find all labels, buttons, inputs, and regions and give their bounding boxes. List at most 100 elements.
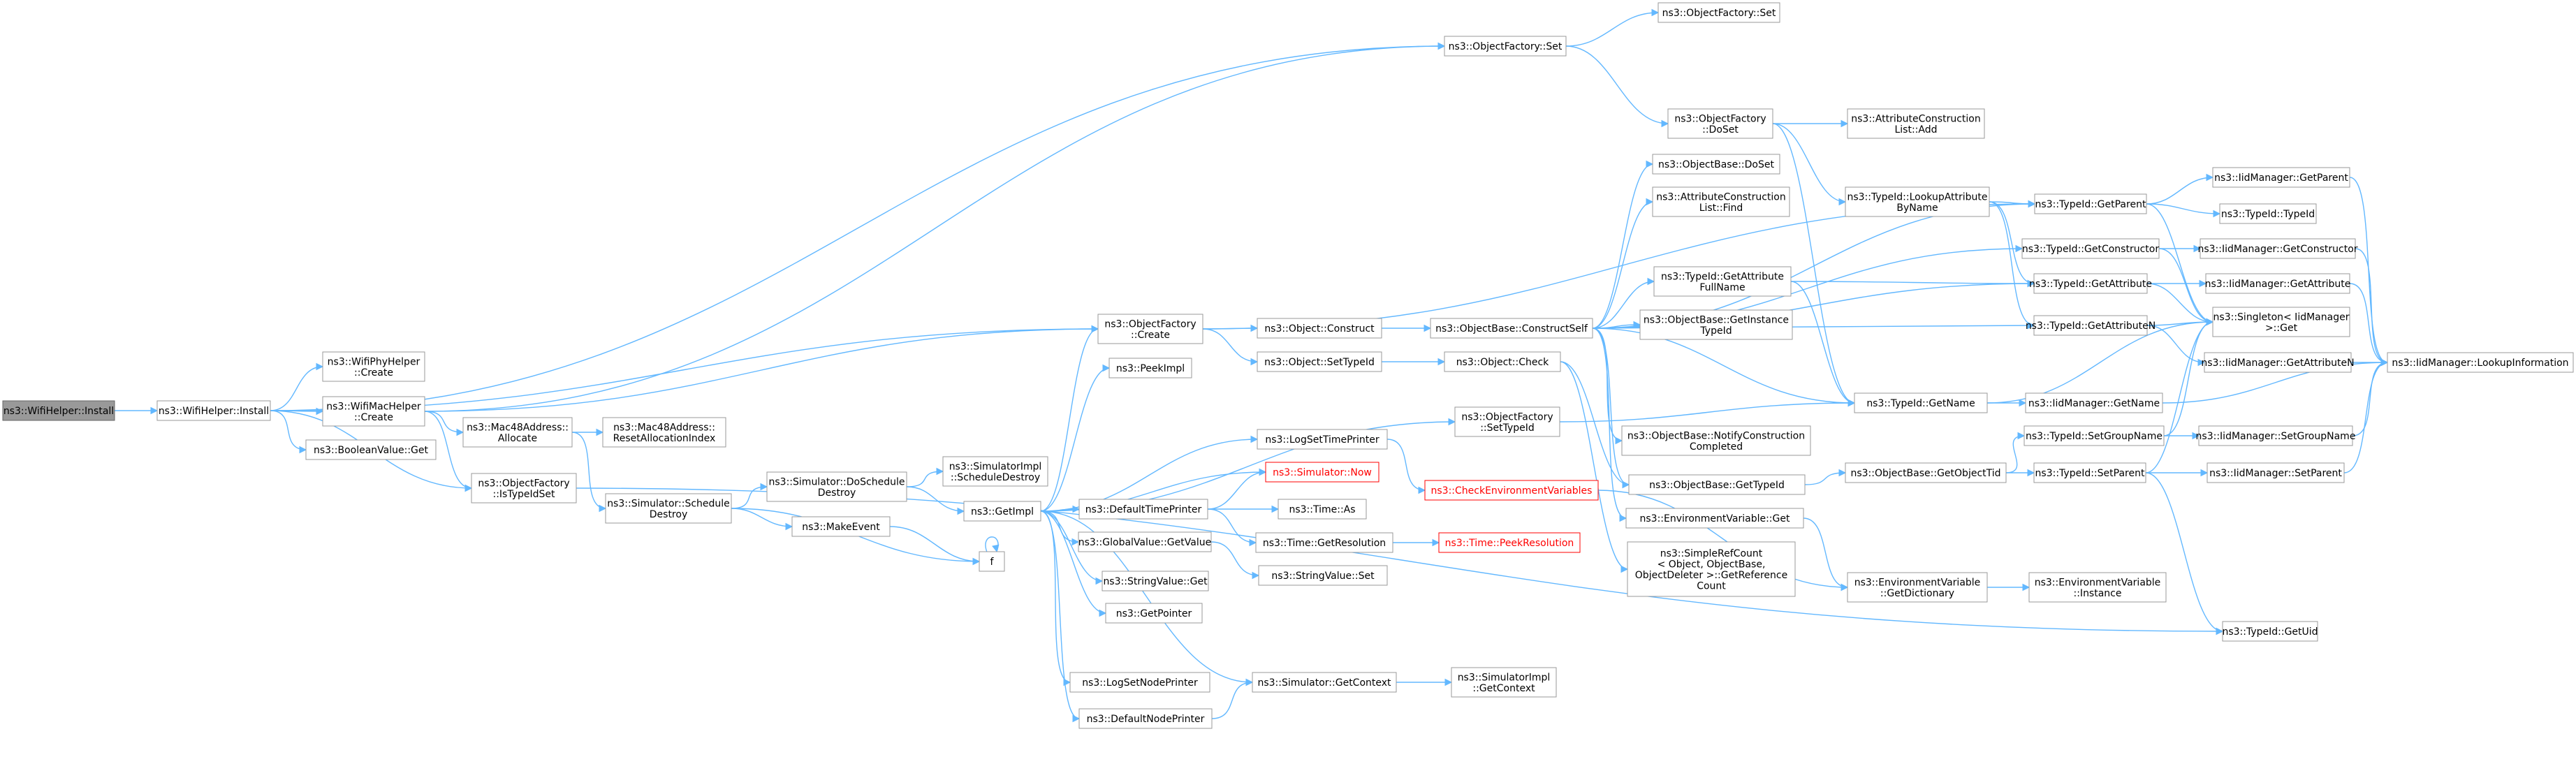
node-gv-getvalue[interactable]: ns3::GlobalValue::GetValue — [1078, 531, 1212, 552]
node-ob-doset[interactable]: ns3::ObjectBase::DoSet — [1652, 154, 1780, 175]
node-iid-setparent[interactable]: ns3::IidManager::SetParent — [2207, 462, 2345, 483]
node-peekimpl[interactable]: ns3::PeekImpl — [1108, 358, 1192, 378]
node-tid-getconstructor[interactable]: ns3::TypeId::GetConstructor — [2021, 238, 2160, 259]
node-ob-notify[interactable]: ns3::ObjectBase::NotifyConstructionCompl… — [1621, 425, 1811, 456]
edge-line — [2146, 321, 2213, 326]
edge-line — [2146, 325, 2205, 363]
node-box — [2207, 462, 2345, 483]
node-label: ns3::Singleton< IidManager — [2213, 311, 2350, 323]
node-of-create[interactable]: ns3::ObjectFactory::Create — [1097, 314, 1203, 344]
node-log-setnodeprinter[interactable]: ns3::LogSetNodePrinter — [1069, 672, 1210, 693]
node-box — [2212, 307, 2350, 337]
node-tid-getuid[interactable]: ns3::TypeId::GetUid — [2222, 621, 2318, 642]
node-of-set[interactable]: ns3::ObjectFactory::Set — [1444, 36, 1567, 57]
edge-default-timeprinter-to-time-as — [1208, 505, 1280, 513]
node-label: ns3::StringValue::Get — [1103, 576, 1208, 587]
node-iid-getattribute[interactable]: ns3::IidManager::GetAttribute — [2205, 273, 2351, 294]
node-label: ns3::LogSetTimePrinter — [1265, 434, 1380, 446]
edge-line — [731, 508, 793, 527]
node-tid-setparent[interactable]: ns3::TypeId::SetParent — [2033, 462, 2146, 483]
node-tid-typeid[interactable]: ns3::TypeId::TypeId — [2219, 203, 2317, 224]
node-bool-get[interactable]: ns3::BooleanValue::Get — [305, 439, 437, 460]
edge-line — [1592, 281, 1655, 329]
node-label: >::Get — [2265, 323, 2298, 334]
edge-tid-lookupattr-to-tid-getattributen — [1989, 201, 2035, 330]
node-label: ::Create — [354, 367, 393, 378]
node-box — [1444, 36, 1567, 57]
node-singleton-get[interactable]: ns3::Singleton< IidManager>::Get — [2212, 307, 2350, 337]
node-sim-getcontext[interactable]: ns3::Simulator::GetContext — [1252, 672, 1397, 693]
node-env-getdict[interactable]: ns3::EnvironmentVariable::GetDictionary — [1847, 572, 1988, 603]
node-of-istypeidset[interactable]: ns3::ObjectFactory::IsTypeIdSet — [471, 473, 577, 504]
node-iid-setgroupname[interactable]: ns3::IidManager::SetGroupName — [2196, 425, 2356, 446]
node-tid-getparent[interactable]: ns3::TypeId::GetParent — [2034, 193, 2147, 214]
node-tid-setgroupname[interactable]: ns3::TypeId::SetGroupName — [2024, 425, 2165, 446]
node-box — [1854, 392, 1988, 413]
edge-line — [2145, 321, 2213, 473]
node-iid-lookupinfo[interactable]: ns3::IidManager::LookupInformation — [2387, 352, 2574, 373]
node-f[interactable]: f — [979, 551, 1005, 572]
node-simplerefcount[interactable]: ns3::SimpleRefCount< Object, ObjectBase,… — [1627, 541, 1796, 597]
node-simimpl-sched-destroy[interactable]: ns3::SimulatorImpl::ScheduleDestroy — [942, 456, 1048, 487]
edge-arrowhead — [316, 362, 324, 371]
node-mac-create[interactable]: ns3::WifiMacHelper::Create — [322, 396, 425, 427]
node-getimpl[interactable]: ns3::GetImpl — [963, 501, 1041, 522]
node-of-doset[interactable]: ns3::ObjectFactory::DoSet — [1667, 108, 1773, 139]
edge-line — [1040, 421, 1456, 512]
node-obj-construct[interactable]: ns3::Object::Construct — [1257, 318, 1382, 339]
node-label: ns3::EnvironmentVariable — [1854, 577, 1981, 588]
node-mac48-alloc[interactable]: ns3::Mac48Address::Allocate — [462, 417, 573, 448]
node-ob-getobjecttid[interactable]: ns3::ObjectBase::GetObjectTid — [1845, 462, 2007, 483]
node-default-nodeprinter[interactable]: ns3::DefaultNodePrinter — [1078, 708, 1213, 729]
node-sv-set[interactable]: ns3::StringValue::Set — [1258, 565, 1388, 586]
node-make-event[interactable]: ns3::MakeEvent — [791, 516, 891, 537]
node-ob-constructself[interactable]: ns3::ObjectBase::ConstructSelf — [1430, 318, 1593, 339]
node-of-set2[interactable]: ns3::ObjectFactory::Set — [1657, 2, 1780, 23]
edge-arrowhead — [2206, 318, 2214, 326]
node-iid-getparent[interactable]: ns3::IidManager::GetParent — [2212, 167, 2350, 188]
node-tid-getattributen[interactable]: ns3::TypeId::GetAttributeN — [2026, 315, 2156, 336]
node-obj-check[interactable]: ns3::Object::Check — [1444, 351, 1561, 372]
node-iid-getattributen[interactable]: ns3::IidManager::GetAttributeN — [2201, 352, 2355, 373]
node-env-get[interactable]: ns3::EnvironmentVariable::Get — [1625, 508, 1804, 529]
node-obj-settypeid[interactable]: ns3::Object::SetTypeId — [1257, 351, 1382, 372]
node-sv-get[interactable]: ns3::StringValue::Get — [1102, 571, 1209, 591]
node-time-as[interactable]: ns3::Time::As — [1278, 499, 1367, 520]
node-tid-getname[interactable]: ns3::TypeId::GetName — [1854, 392, 1988, 413]
edge-arrowhead — [1840, 119, 1849, 128]
edge-line — [906, 486, 965, 512]
node-mac48-reset[interactable]: ns3::Mac48Address::ResetAllocationIndex — [602, 417, 726, 448]
node-of-settypeid[interactable]: ns3::ObjectFactory::SetTypeId — [1454, 406, 1560, 437]
node-install-helper[interactable]: ns3::WifiHelper::Install — [2, 400, 115, 421]
node-check-env[interactable]: ns3::CheckEnvironmentVariables — [1424, 480, 1599, 501]
node-ob-gettypeid[interactable]: ns3::ObjectBase::GetTypeId — [1628, 474, 1806, 495]
node-getpointer[interactable]: ns3::GetPointer — [1105, 603, 1203, 624]
node-iid-getconstructor[interactable]: ns3::IidManager::GetConstructor — [2197, 238, 2358, 259]
node-install[interactable]: ns3::WifiHelper::Install — [156, 400, 271, 421]
edge-sim-do-sched-destroy-to-simimpl-sched-destroy — [906, 467, 944, 487]
node-time-getres[interactable]: ns3::Time::GetResolution — [1255, 532, 1393, 553]
node-label: ns3::EnvironmentVariable — [2035, 577, 2161, 588]
node-tid-getattribute[interactable]: ns3::TypeId::GetAttribute — [2029, 273, 2152, 294]
node-iid-getname[interactable]: ns3::IidManager::GetName — [2025, 392, 2163, 413]
node-label: ns3::ObjectBase::GetObjectTid — [1850, 468, 2000, 479]
node-sim-sched-destroy[interactable]: ns3::Simulator::ScheduleDestroy — [605, 493, 732, 524]
node-env-instance[interactable]: ns3::EnvironmentVariable::Instance — [2028, 572, 2167, 603]
edge-line — [1592, 203, 2035, 329]
node-sim-now[interactable]: ns3::Simulator::Now — [1265, 462, 1380, 483]
node-simimpl-getcontext[interactable]: ns3::SimulatorImpl::GetContext — [1451, 667, 1557, 698]
node-label: ns3::ObjectFactory — [1104, 318, 1196, 330]
edge-of-create-to-obj-settypeid — [1202, 328, 1259, 366]
node-log-settimeprinter[interactable]: ns3::LogSetTimePrinter — [1257, 429, 1388, 450]
node-time-peekres[interactable]: ns3::Time::PeekResolution — [1438, 532, 1581, 553]
edge-arrowhead — [2028, 200, 2036, 208]
node-default-timeprinter[interactable]: ns3::DefaultTimePrinter — [1078, 499, 1208, 520]
node-phy-create[interactable]: ns3::WifiPhyHelper::Create — [322, 351, 425, 382]
